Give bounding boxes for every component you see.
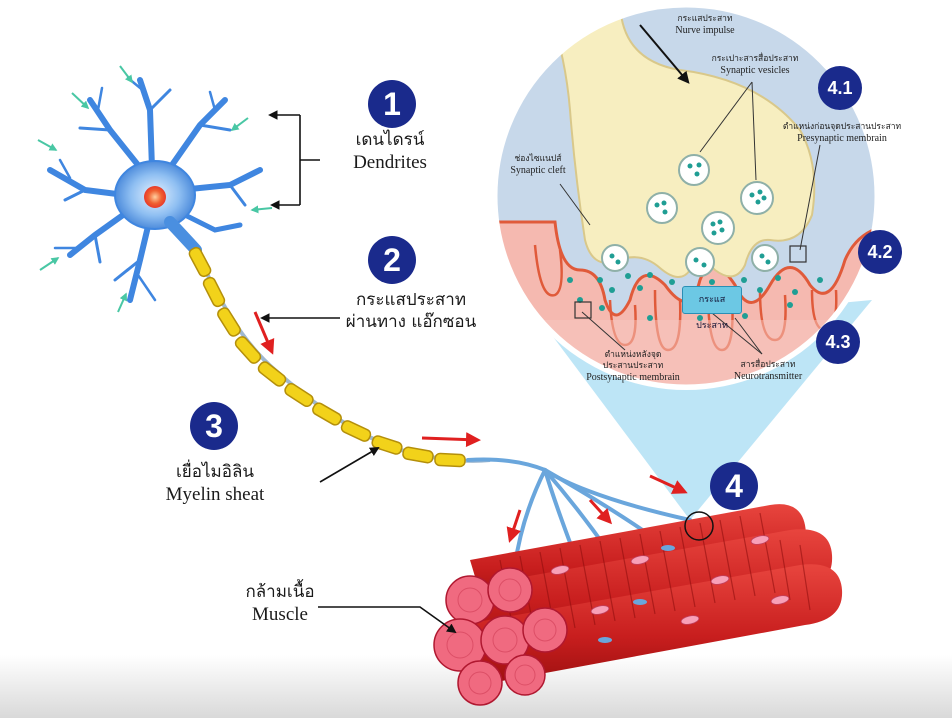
- badge-4-1: 4.1: [818, 66, 862, 110]
- muscle-label: Muscle: [252, 604, 308, 625]
- impulse-label-line1: กระแสประสาท: [355, 290, 467, 310]
- leader-lines: [260, 110, 457, 634]
- impulse-label-line2: ผ่านทาง แอ๊กซอน: [345, 312, 477, 332]
- neurotransmitter-label: สารสื่อประสาท Neurotransmitter: [733, 360, 803, 382]
- impulse-arrows: [253, 311, 688, 543]
- badge-1: 1: [368, 80, 416, 128]
- dendrites-label: Dendrites: [353, 152, 427, 173]
- incoming-signal-arrows: [37, 65, 273, 313]
- myelin-sheath: [188, 246, 466, 468]
- synaptic-cleft-label: ช่องไซแนปส์ Synaptic cleft: [510, 154, 566, 176]
- postsynaptic-label: ตำแหน่งหลังจุด ประสานประสาท Postsynaptic…: [586, 350, 680, 383]
- synaptic-vesicles-label: กระเปาะสารสื่อประสาท Synaptic vesicles: [711, 54, 799, 76]
- badge-2: 2: [368, 236, 416, 284]
- dendrites-label-thai: เดนไดรน์: [355, 130, 425, 150]
- nucleus: [144, 186, 166, 208]
- muscle-label-thai: กล้ามเนื้อ: [245, 582, 315, 602]
- myelin-label-thai: เยื่อไมอิลิน: [176, 462, 254, 482]
- badge-4: 4: [710, 462, 758, 510]
- impulse-box: กระแสประสาท: [682, 286, 742, 331]
- muscle-fibers: [433, 504, 843, 706]
- neuron: [47, 76, 263, 303]
- myelin-label: Myelin sheat: [165, 484, 265, 505]
- synapse-focus-circle: [684, 511, 714, 541]
- badge-4-2: 4.2: [858, 230, 902, 274]
- nerve-impulse-label: กระแสประสาท Nurve impulse: [675, 14, 735, 36]
- badge-3: 3: [190, 402, 238, 450]
- presynaptic-label: ตำแหน่งก่อนจุดประสานประสาท Presynaptic m…: [782, 122, 902, 144]
- badge-4-3: 4.3: [816, 320, 860, 364]
- axon: [188, 246, 491, 468]
- end-plates: [598, 545, 675, 643]
